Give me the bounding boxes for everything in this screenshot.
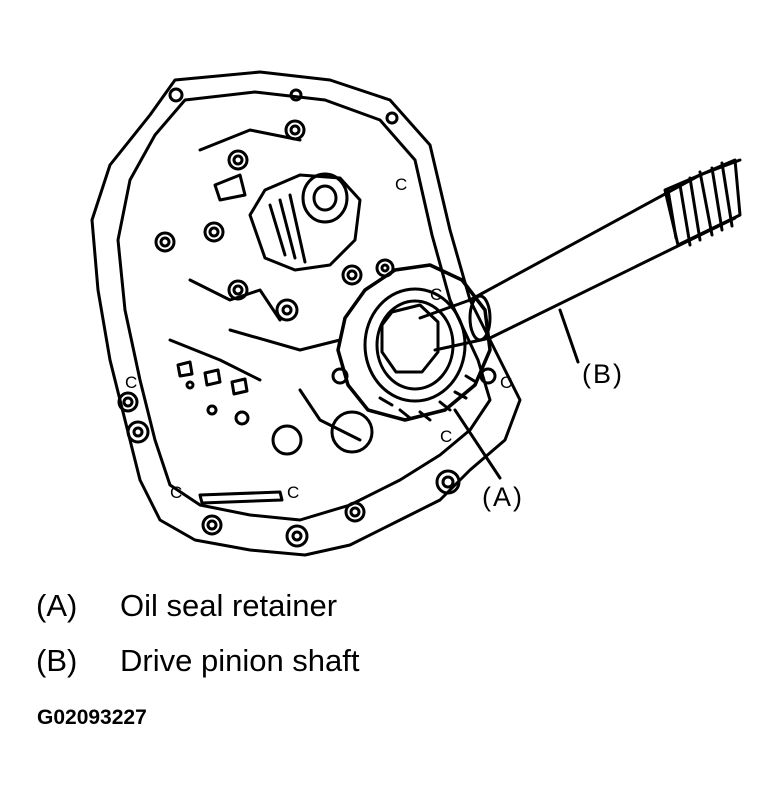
legend-label: Oil seal retainer xyxy=(120,588,338,623)
callout-a: (A) xyxy=(482,482,524,512)
housing-flange xyxy=(116,90,492,522)
housing-mark-c: C xyxy=(125,373,137,392)
leader-line-a xyxy=(453,408,502,480)
legend-label: Drive pinion shaft xyxy=(120,643,360,678)
legend-key: (B) xyxy=(36,643,78,678)
shift-shaft-end xyxy=(301,172,349,224)
leader-line-b xyxy=(558,308,580,364)
drive-pinion-shaft xyxy=(418,158,742,352)
shift-boss xyxy=(248,173,362,272)
callout-b: (B) xyxy=(582,359,624,389)
transmission-housing-illustration: C C C C C C C (B) (A) xyxy=(90,70,742,557)
housing-mark-c: C xyxy=(287,483,299,502)
housing-mark-c: C xyxy=(430,285,442,304)
housing-outline xyxy=(90,70,522,557)
housing-mark-c: C xyxy=(500,373,512,392)
housing-mark-c: C xyxy=(395,175,407,194)
housing-mark-c: C xyxy=(170,483,182,502)
legend-item-oil-seal-retainer: (A) Oil seal retainer xyxy=(36,590,337,621)
legend-item-drive-pinion-shaft: (B) Drive pinion shaft xyxy=(36,645,360,676)
legend-key: (A) xyxy=(36,588,78,623)
figure-code: G02093227 xyxy=(37,706,147,729)
housing-mark-c: C xyxy=(440,427,452,446)
housing-bolts xyxy=(117,87,461,548)
